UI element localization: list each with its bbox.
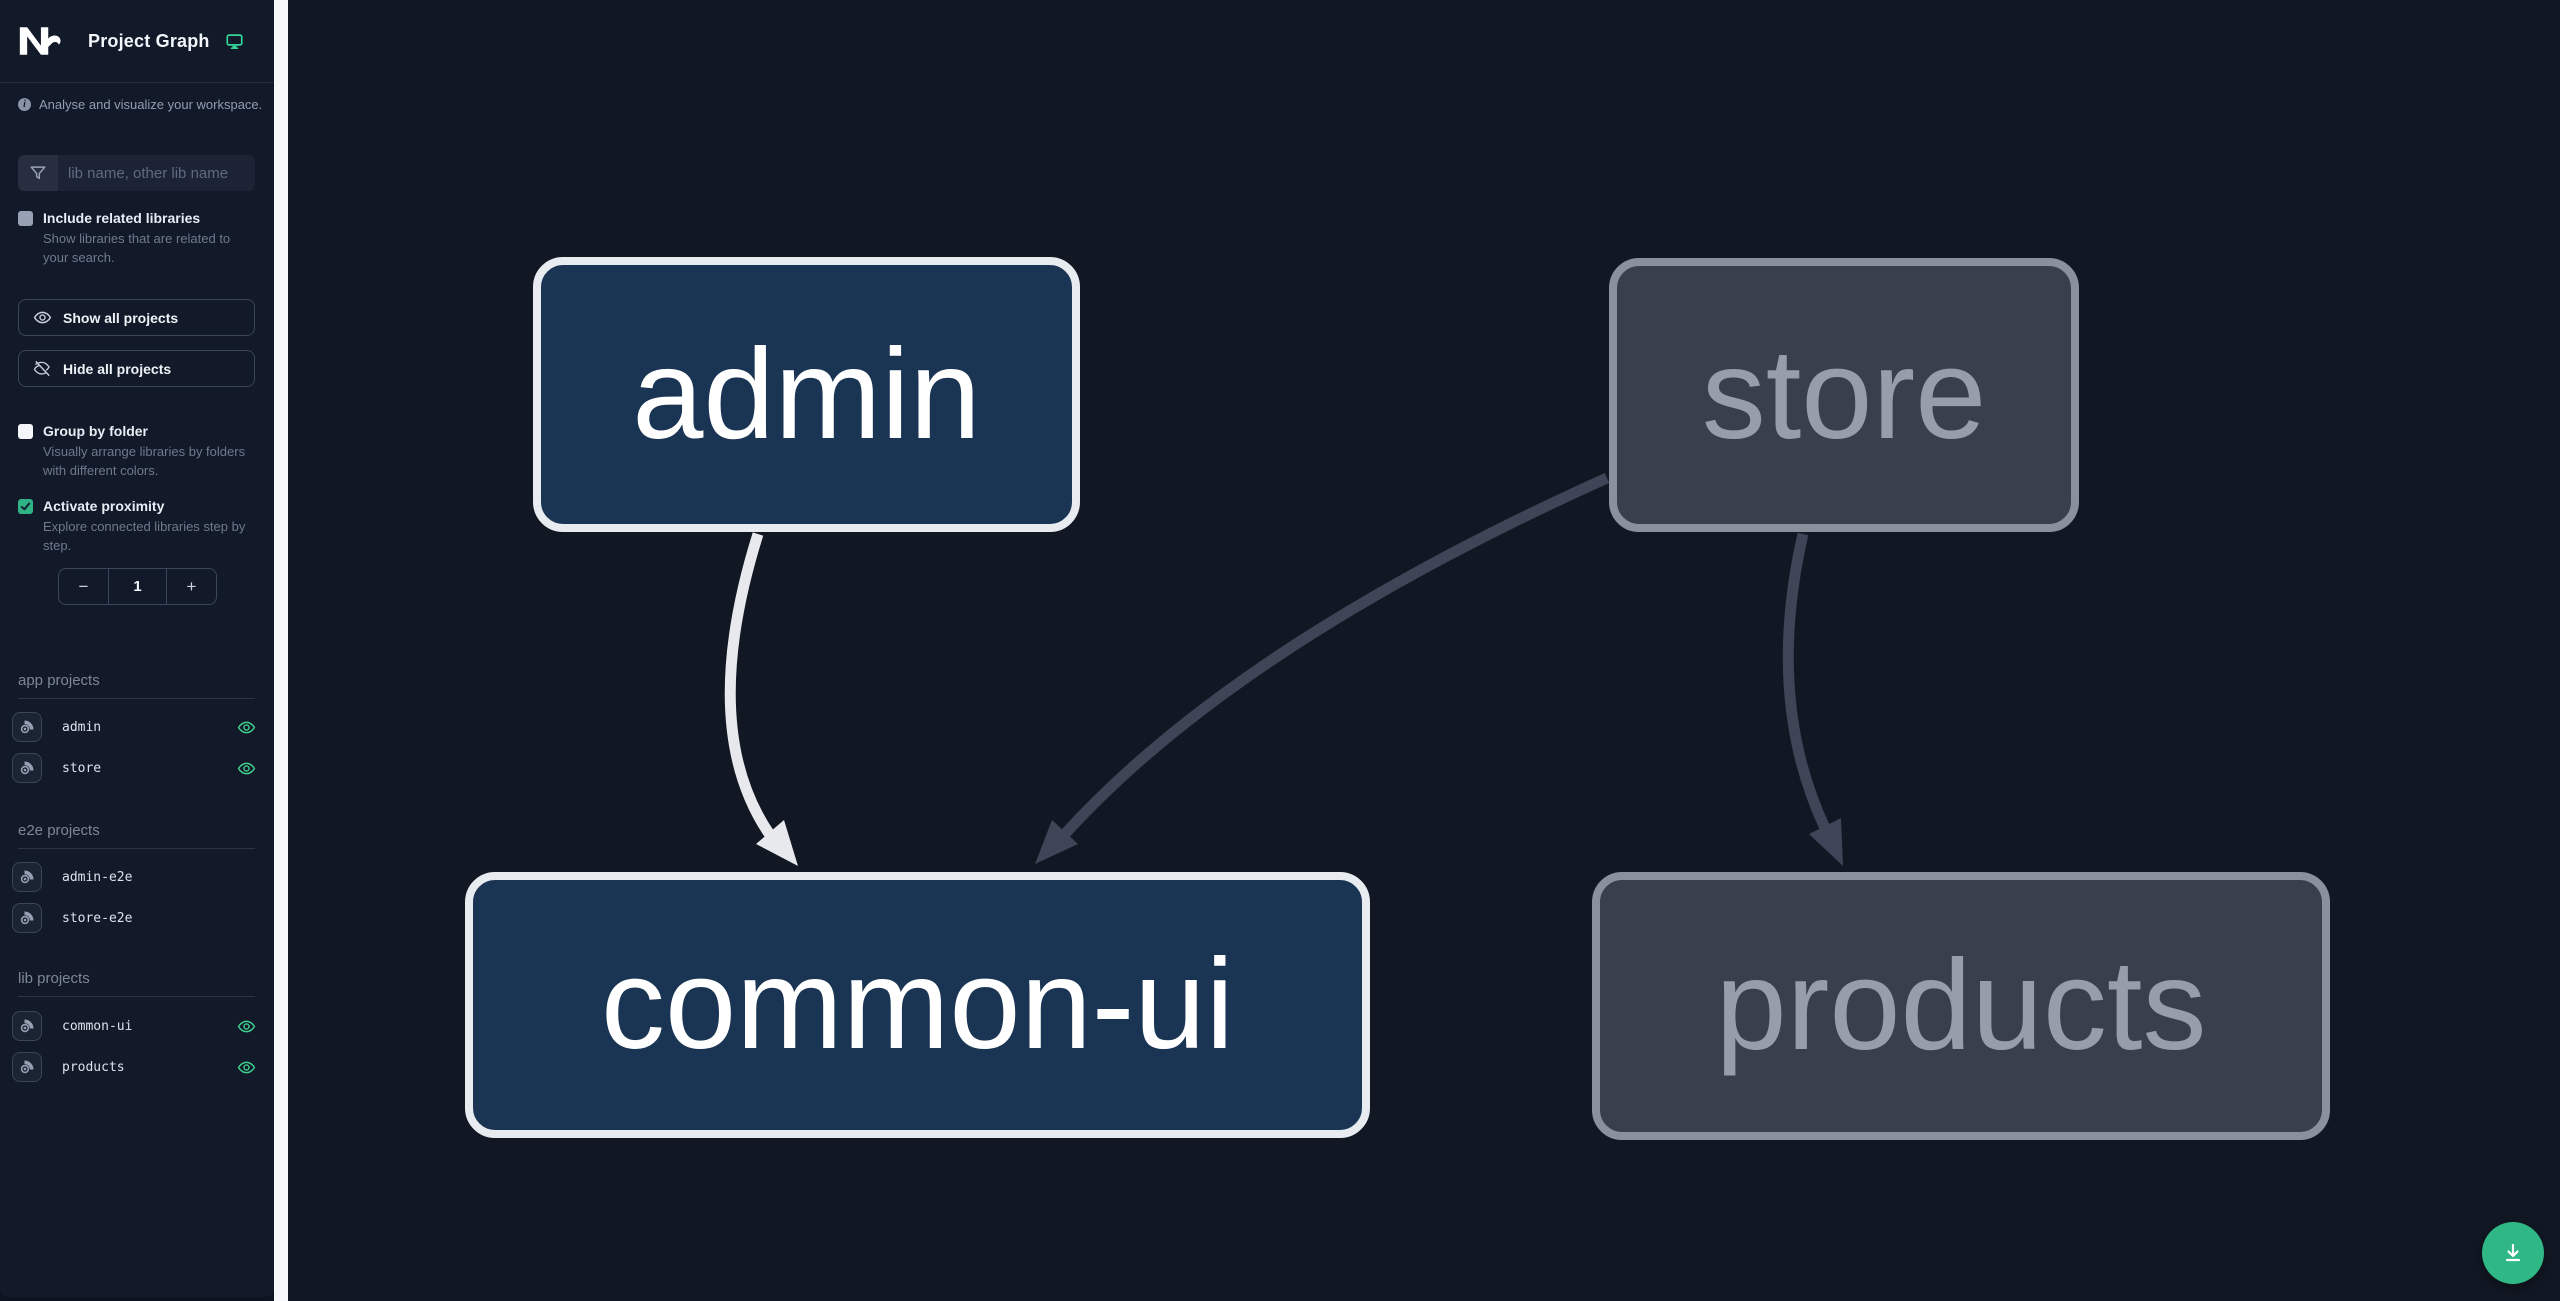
edge-store-products-arrowhead (1809, 818, 1843, 866)
include-related-label: Include related libraries (43, 210, 201, 226)
section-header-e2e-projects: e2e projects (18, 822, 255, 849)
activate-proximity-option: Activate proximity Explore connected lib… (18, 498, 251, 556)
toggle-visibility-eye-icon[interactable] (237, 759, 256, 778)
toggle-visibility-eye-icon[interactable] (237, 718, 256, 737)
sidebar-header: Project Graph (0, 0, 274, 83)
focus-project-button[interactable] (12, 1011, 42, 1041)
graph-canvas[interactable]: admin store common-ui products (288, 0, 2560, 1301)
section-header-app-projects: app projects (18, 672, 255, 699)
node-label: common-ui (600, 933, 1235, 1076)
show-all-projects-button[interactable]: Show all projects (18, 299, 255, 336)
toggle-visibility-eye-icon[interactable] (237, 1058, 256, 1077)
node-label: admin (632, 322, 981, 466)
project-name[interactable]: common-ui (62, 1018, 133, 1034)
edge-admin-common-ui-arrowhead (756, 820, 798, 866)
focus-icon (20, 761, 34, 775)
nx-logo (19, 27, 61, 55)
eye-icon (33, 311, 52, 324)
filter-funnel-icon (18, 155, 58, 191)
workspace-hint: i Analyse and visualize your workspace. (18, 97, 262, 112)
proximity-depth-stepper: − 1 + (58, 568, 217, 605)
sidebar-resize-handle[interactable] (274, 0, 288, 1301)
activate-proximity-description: Explore connected libraries step by step… (43, 519, 246, 553)
focus-project-button[interactable] (12, 753, 42, 783)
project-name[interactable]: store-e2e (62, 910, 133, 926)
graph-edges-layer (724, 472, 1843, 866)
graph-node-common-ui[interactable]: common-ui (465, 872, 1370, 1138)
list-item-common-ui: common-ui (12, 1010, 262, 1042)
focus-project-button[interactable] (12, 1052, 42, 1082)
list-item-store-e2e: store-e2e (12, 902, 262, 934)
activate-proximity-checkbox[interactable] (18, 499, 33, 514)
focus-icon (20, 870, 34, 884)
focus-project-button[interactable] (12, 862, 42, 892)
sidebar: Project Graph i Analyse and visualize yo… (0, 0, 274, 1297)
node-label: products (1715, 934, 2207, 1077)
graph-node-products[interactable]: products (1592, 872, 2330, 1140)
eye-off-icon (33, 361, 50, 376)
monitor-icon[interactable] (226, 33, 243, 50)
focus-icon (20, 911, 34, 925)
edge-store-common-ui (1059, 472, 1610, 839)
info-icon: i (18, 98, 31, 111)
toggle-visibility-eye-icon[interactable] (237, 1017, 256, 1036)
focus-icon (20, 1019, 34, 1033)
project-name[interactable]: admin-e2e (62, 869, 133, 885)
list-item-products: products (12, 1051, 262, 1083)
list-item-store: store (12, 752, 262, 784)
group-by-folder-checkbox[interactable] (18, 424, 33, 439)
list-item-admin-e2e: admin-e2e (12, 861, 262, 893)
edge-admin-common-ui (724, 532, 775, 839)
download-image-button[interactable] (2482, 1222, 2544, 1284)
focus-project-button[interactable] (12, 712, 42, 742)
group-by-folder-option: Group by folder Visually arrange librari… (18, 423, 251, 481)
node-label: store (1701, 323, 1987, 466)
graph-node-store[interactable]: store (1609, 258, 2079, 532)
section-header-lib-projects: lib projects (18, 970, 255, 997)
project-name[interactable]: store (62, 760, 102, 776)
show-all-projects-label: Show all projects (63, 309, 179, 326)
list-item-admin: admin (12, 711, 262, 743)
group-by-folder-description: Visually arrange libraries by folders wi… (43, 444, 246, 478)
workspace-hint-text: Analyse and visualize your workspace. (39, 97, 263, 112)
include-related-option: Include related libraries Show libraries… (18, 210, 251, 268)
group-by-folder-label: Group by folder (43, 423, 148, 439)
include-related-checkbox[interactable] (18, 211, 33, 226)
project-filter (18, 155, 255, 191)
download-icon (2505, 1243, 2521, 1262)
check-icon (20, 502, 31, 511)
focus-icon (20, 720, 34, 734)
proximity-decrement-button[interactable]: − (78, 576, 89, 596)
project-name[interactable]: admin (62, 719, 102, 735)
hide-all-projects-button[interactable]: Hide all projects (18, 350, 255, 387)
graph-node-admin[interactable]: admin (533, 257, 1080, 532)
edge-store-products (1782, 532, 1830, 831)
app-title: Project Graph (88, 30, 210, 51)
project-name[interactable]: products (62, 1059, 125, 1075)
edge-store-common-ui-arrowhead (1035, 820, 1078, 864)
proximity-increment-button[interactable]: + (186, 576, 197, 596)
focus-icon (20, 1060, 34, 1074)
activate-proximity-label: Activate proximity (43, 498, 165, 514)
search-input[interactable] (58, 155, 255, 191)
proximity-depth-value: 1 (108, 569, 167, 604)
hide-all-projects-label: Hide all projects (63, 360, 172, 377)
include-related-description: Show libraries that are related to your … (43, 231, 231, 265)
focus-project-button[interactable] (12, 903, 42, 933)
